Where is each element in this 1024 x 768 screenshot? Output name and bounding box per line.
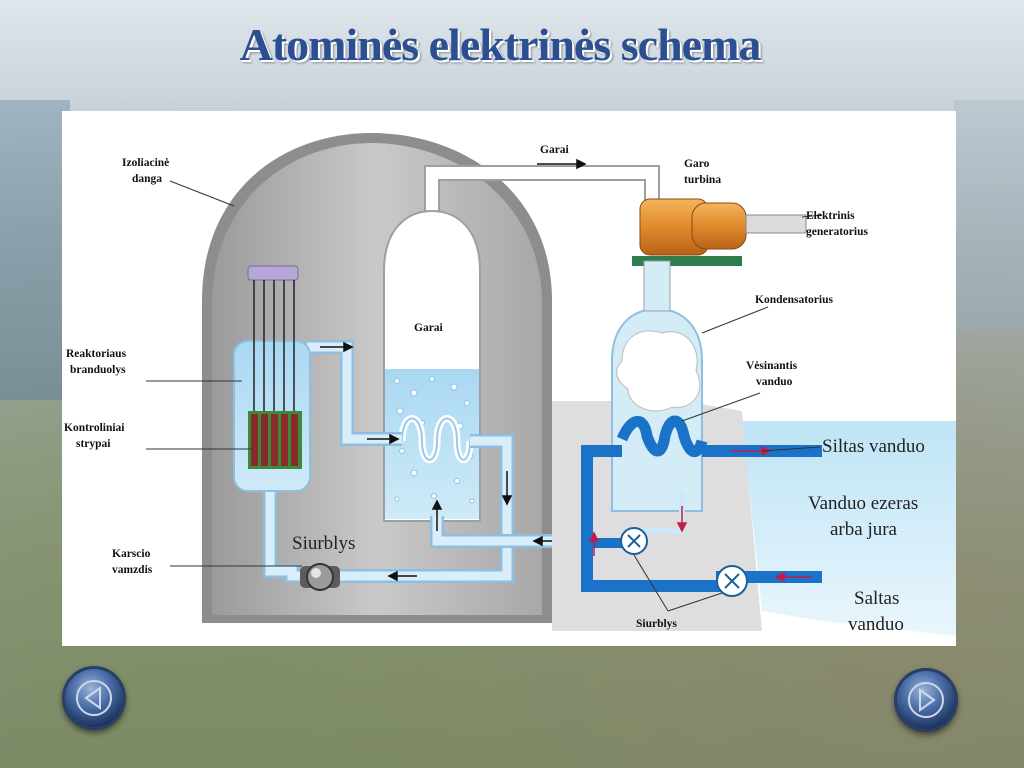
steam-pipe [424,165,660,229]
diagram-labels: Izoliacinė danga Reaktoriaus branduolys … [64,144,925,635]
label-vanduo-ezeras-2: arba jura [830,519,898,540]
condenser-building [552,260,762,631]
label-garai-tank: Garai [414,322,444,334]
label-vanduo-ezeras-1: Vanduo ezeras [808,493,918,514]
label-garo-1: Garo [684,158,710,170]
slide-title: Atominės elektrinės schema [239,19,762,70]
label-elektrinis-2: generatorius [806,226,868,238]
label-vesinantis-1: Vėsinantis [746,360,798,372]
label-siltas-vanduo: Siltas vanduo [822,436,925,457]
nuclear-plant-diagram: Izoliacinė danga Reaktoriaus branduolys … [64,133,956,636]
label-izoliacine-1: Izoliacinė [122,157,169,169]
next-button[interactable] [894,668,958,732]
previous-button[interactable] [62,666,126,730]
label-karscio-2: vamzdis [112,564,153,576]
label-elektrinis-1: Elektrinis [806,210,855,222]
label-reaktoriaus-1: Reaktoriaus [66,348,127,360]
label-siurblys-cooling: Siurblys [636,618,677,630]
label-karscio-1: Karscio [112,548,151,560]
label-kontroliniai-2: strypai [76,438,111,450]
steam-turbine [632,198,807,266]
previous-icon [84,686,101,710]
label-siurblys-main: Siurblys [292,533,355,554]
label-reaktoriaus-2: branduolys [70,364,126,376]
steam-generator [383,209,481,522]
main-pump [300,563,340,591]
label-kontroliniai-1: Kontroliniai [64,422,125,434]
label-vesinantis-2: vanduo [756,376,793,388]
label-izoliacine-2: danga [132,173,162,185]
previous-button-ring [76,680,112,716]
label-garo-2: turbina [684,174,721,186]
next-icon [919,688,936,712]
label-saltas-1: Saltas [854,588,899,609]
background-river-right [954,100,1024,330]
label-kondensatorius: Kondensatorius [755,294,833,306]
reactor-core [233,265,311,492]
label-garai-top: Garai [540,144,570,156]
flow-arrows [320,158,587,582]
next-button-ring [908,682,944,718]
label-saltas-2: vanduo [848,614,904,635]
leader-lines [146,180,823,612]
diagram-panel: Izoliacinė danga Reaktoriaus branduolys … [62,111,956,646]
cooling-pumps [620,527,748,597]
background-river-left [0,100,70,400]
